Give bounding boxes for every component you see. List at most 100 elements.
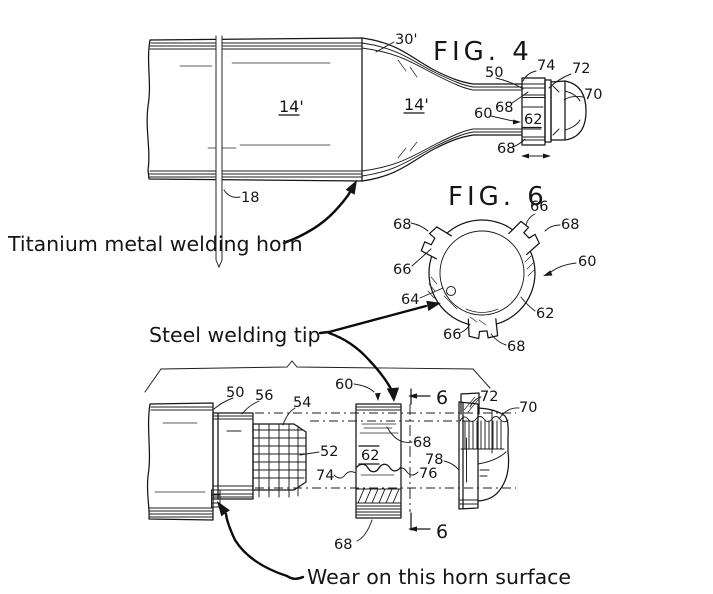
exploded-stud-grid xyxy=(252,423,307,498)
fig4-ring-lines xyxy=(521,83,546,141)
ref-label-74: 74 xyxy=(537,58,555,74)
exploded-wear-hatch-band xyxy=(355,488,402,504)
fig4-taper-outline xyxy=(361,37,523,182)
ref-label-54: 54 xyxy=(293,395,311,411)
ref-label-66-top: 66 xyxy=(530,199,548,215)
fig4-horn-bands xyxy=(148,42,363,178)
ref-label-68b-exp: 68 xyxy=(334,537,352,553)
exploded-collar-bands xyxy=(212,415,254,498)
ref-label-66-bottom: 66 xyxy=(443,327,461,343)
ref-label-62-fig6: 62 xyxy=(536,306,554,322)
exploded-nut-70 xyxy=(477,407,510,502)
steel-arrow-exploded-head xyxy=(386,387,400,402)
fig6-lug-top-right xyxy=(506,219,543,256)
exploded-horn-outline xyxy=(146,402,214,521)
ref-label-14-left: 14' xyxy=(279,97,304,116)
fig4-double-arrow-icon xyxy=(521,153,551,159)
section-label-6-top: 6 xyxy=(436,387,448,409)
ref-label-50: 50 xyxy=(485,65,503,81)
exploded-arrow-60-head xyxy=(374,392,381,401)
titanium-horn-label: Titanium metal welding horn xyxy=(7,232,303,256)
fig4-strip-18 xyxy=(215,35,223,269)
fig6-notch-64 xyxy=(446,286,456,296)
ref-label-60-exp: 60 xyxy=(335,377,353,393)
bore-centerlines xyxy=(255,412,516,489)
ref-label-64: 64 xyxy=(401,292,419,308)
ref-label-78: 78 xyxy=(425,452,443,468)
fig6-title: FIG. 6 xyxy=(448,182,548,212)
steel-arrow-fig6-head xyxy=(426,300,441,311)
steel-arrow-to-exploded xyxy=(327,331,393,391)
ref-label-68b: 68 xyxy=(497,141,515,157)
ref-label-14-right: 14' xyxy=(404,95,429,114)
fig4-title: FIG. 4 xyxy=(433,37,533,67)
fig4-leader-lines xyxy=(223,41,584,198)
ref-label-76: 76 xyxy=(419,466,437,482)
exploded-tip-ring-bands xyxy=(355,406,402,516)
ref-label-60-fig6: 60 xyxy=(578,254,596,270)
exploded-tip-ring-outline xyxy=(355,403,402,519)
exploded-stud-outline xyxy=(252,423,307,491)
fig6-lug-bottom xyxy=(467,317,499,340)
fig4-drawing: FIG. 4 30' 14' 14' 18 50 74 72 70 68 60 … xyxy=(146,32,602,269)
fig4-arrow-60-head xyxy=(513,119,521,125)
exploded-horn-bands xyxy=(148,406,214,518)
fig4-horn-shading xyxy=(179,62,331,149)
ref-label-68-bottom: 68 xyxy=(507,339,525,355)
exploded-fracture-line xyxy=(355,463,402,473)
ref-label-56: 56 xyxy=(255,388,273,404)
ref-label-68a: 68 xyxy=(495,100,513,116)
fig6-inner-bore xyxy=(439,230,525,316)
exploded-tip-ring-shading xyxy=(359,423,399,476)
fig6-arrow-60-head xyxy=(543,270,553,276)
exploded-flange-bands xyxy=(458,437,479,505)
exploded-horn-shading xyxy=(154,422,206,493)
fig4-underlines xyxy=(278,112,542,129)
ref-label-30: 30' xyxy=(395,32,417,48)
fig4-washer xyxy=(544,79,552,143)
ref-label-52: 52 xyxy=(320,444,338,460)
exploded-brace xyxy=(144,360,491,393)
titanium-arrow-head xyxy=(345,180,357,195)
wear-surface-label: Wear on this horn surface xyxy=(307,565,571,589)
ref-label-68a-exp: 68 xyxy=(413,435,431,451)
section-label-6-bottom: 6 xyxy=(436,521,448,543)
steel-tip-label: Steel welding tip xyxy=(149,323,321,347)
ref-label-18: 18 xyxy=(241,190,259,206)
fig6-leader-lines xyxy=(410,213,577,346)
fig4-nut-chamfers xyxy=(552,85,581,136)
fig6-hatching xyxy=(427,255,535,326)
ref-label-68-topright: 68 xyxy=(561,217,579,233)
exploded-nut-details xyxy=(477,409,507,477)
exploded-threads xyxy=(459,416,509,450)
ref-label-74-exp: 74 xyxy=(316,468,334,484)
fig4-strip-mask xyxy=(215,36,223,262)
ref-label-70: 70 xyxy=(584,87,602,103)
ref-label-70-exp: 70 xyxy=(519,400,537,416)
ref-label-60: 60 xyxy=(474,106,492,122)
ref-label-68-topleft: 68 xyxy=(393,217,411,233)
ref-label-72: 72 xyxy=(572,61,590,77)
fig4-taper-ticks xyxy=(397,59,418,159)
ref-label-62-exp: 62 xyxy=(361,448,379,464)
section-arrow-top xyxy=(408,393,417,399)
annotation-layer: Titanium metal welding horn Steel weldin… xyxy=(7,180,571,589)
fig4-ring-62 xyxy=(521,77,546,146)
exploded-tab-72 xyxy=(460,392,480,415)
titanium-arrow xyxy=(282,188,353,245)
wear-arrow xyxy=(224,512,305,580)
steel-arrow-to-fig6 xyxy=(318,304,428,335)
fig6-drawing: FIG. 6 66 68 68 66 60 64 62 66 68 xyxy=(393,182,596,355)
section-arrow-bottom xyxy=(408,526,417,532)
exploded-leader-lines xyxy=(213,383,520,542)
wear-arrow-head xyxy=(217,501,230,517)
exploded-view-drawing: 50 56 54 52 60 68 62 74 76 78 68 72 70 6… xyxy=(144,360,537,553)
fig4-horn-outline xyxy=(146,37,363,182)
fig4-taper-echoes xyxy=(361,42,523,177)
exploded-collar-56 xyxy=(212,412,254,500)
ref-label-72-exp: 72 xyxy=(480,389,498,405)
ref-label-66-left: 66 xyxy=(393,262,411,278)
ref-label-62: 62 xyxy=(524,112,542,128)
